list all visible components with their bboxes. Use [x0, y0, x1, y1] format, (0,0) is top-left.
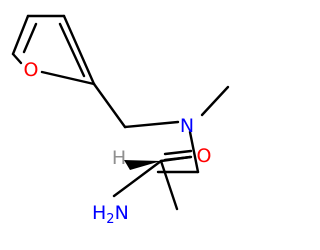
molecule-structure: O N O H H2N [11, 14, 230, 227]
bond-c2-c3-double [58, 22, 86, 78]
bond-n-methyl [200, 85, 230, 117]
bond-c4-c5 [11, 14, 30, 56]
bond-c2-ch2 [92, 82, 127, 129]
furan-ring [11, 14, 96, 86]
bond-ch2-n [123, 120, 180, 129]
bond-ca-amine [112, 159, 163, 198]
amide-nitrogen-label: N [180, 115, 194, 137]
bond-c5-o [11, 52, 23, 65]
wedge-bond-h [124, 160, 161, 170]
amine-subscript: 2 [106, 212, 114, 227]
bond-ca-methyl [159, 159, 179, 211]
bond-carbonyl-c-o-double [186, 178, 198, 180]
carbonyl-oxygen-label: O [197, 145, 212, 167]
amine-n-symbol: N [115, 202, 129, 224]
amine-h-symbol: H [92, 202, 106, 224]
bond-n-carbonyl-c [188, 130, 200, 174]
stereo-hydrogen-label: H [112, 147, 126, 169]
amine-label: H2N [92, 202, 129, 227]
bond-c-o-double-2 [163, 155, 193, 162]
bond-c4-c5-double [22, 22, 38, 54]
chain-bonds [92, 82, 230, 211]
furan-oxygen-label: O [24, 59, 39, 81]
bond-c-o-double-1 [163, 149, 193, 156]
bond-c2-c3 [62, 14, 96, 86]
bond-o-c2 [40, 70, 96, 86]
